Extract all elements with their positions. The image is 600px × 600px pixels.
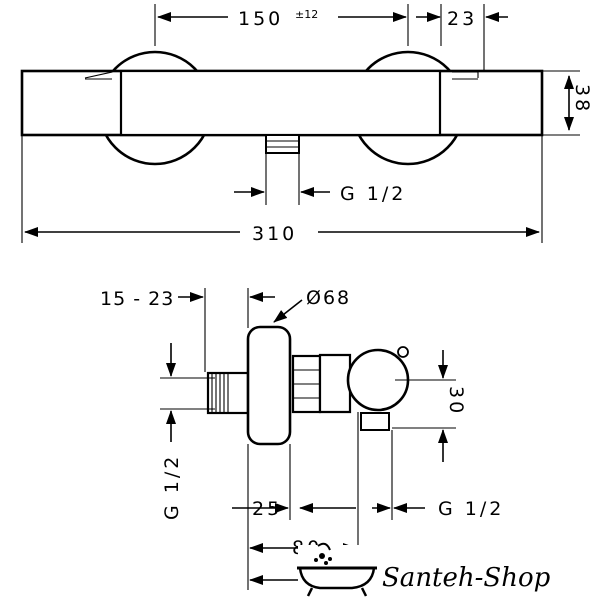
- dim-spacing: 150: [238, 8, 283, 30]
- side-outlet: [360, 412, 390, 431]
- dim-wall-range: 15 - 23: [100, 288, 174, 310]
- right-cap-marker: [452, 71, 479, 78]
- side-mixer-body: [318, 353, 352, 414]
- dim-thread-top: G 1/2: [340, 183, 406, 205]
- bathtub-logo-icon: [297, 542, 377, 597]
- top-view: 150 ±12 23 38 G 1/2 310: [20, 4, 593, 245]
- dim-height-30: 30: [445, 386, 467, 416]
- outlet-fitting: [265, 134, 300, 154]
- dim-total-length: 310: [252, 223, 297, 245]
- dim-thread-right: G 1/2: [438, 498, 504, 520]
- dim-depth-25: 25: [252, 498, 282, 520]
- side-top-knob: [397, 346, 409, 358]
- side-view: 15 - 23 Ø68 G 1/2 30 25 G 1/2 80: [100, 287, 504, 593]
- dim-diameter: Ø68: [306, 287, 351, 309]
- watermark-text: Santeh-Shop: [382, 563, 551, 593]
- dim-right-offset: 23: [447, 8, 477, 30]
- mixer-center-block: [119, 69, 442, 137]
- dim-thread-left: G 1/2: [161, 454, 183, 520]
- dim-height: 38: [571, 84, 593, 114]
- watermark: Santeh-Shop: [297, 542, 600, 600]
- dim-spacing-tolerance: ±12: [295, 8, 318, 21]
- side-handle-disc: [246, 325, 292, 446]
- left-cap-marker: [84, 71, 113, 79]
